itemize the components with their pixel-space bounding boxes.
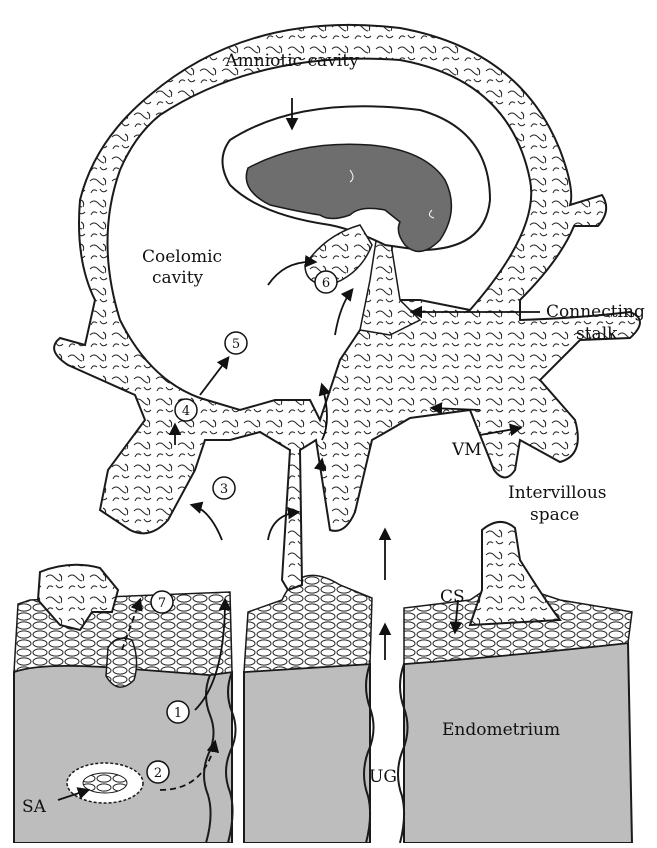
arrow-3a bbox=[192, 505, 222, 540]
label-coelomic-line1: Coelomic bbox=[142, 247, 222, 267]
svg-text:1: 1 bbox=[174, 706, 182, 721]
svg-text:7: 7 bbox=[158, 596, 166, 611]
villus-plug bbox=[106, 638, 137, 687]
step-7: 7 bbox=[151, 591, 173, 613]
svg-text:3: 3 bbox=[220, 482, 228, 497]
label-endometrium: Endometrium bbox=[442, 720, 560, 740]
anchoring-villus-right bbox=[470, 522, 560, 625]
svg-text:4: 4 bbox=[182, 404, 190, 419]
cytotrophoblast-shell-middle bbox=[244, 575, 372, 672]
label-coelomic-line2: cavity bbox=[152, 268, 204, 288]
step-4: 4 bbox=[175, 399, 197, 421]
label-ug: UG bbox=[369, 767, 397, 787]
spiral-artery-core bbox=[83, 773, 127, 793]
label-vm: VM bbox=[451, 440, 482, 460]
step-5: 5 bbox=[225, 332, 247, 354]
label-cs: CS bbox=[440, 587, 465, 607]
label-intervillous-line1: Intervillous bbox=[508, 483, 607, 503]
svg-text:6: 6 bbox=[322, 276, 330, 291]
step-1: 1 bbox=[167, 701, 189, 723]
label-sa: SA bbox=[22, 797, 47, 817]
svg-text:5: 5 bbox=[232, 337, 240, 352]
svg-text:2: 2 bbox=[154, 766, 162, 781]
step-2: 2 bbox=[147, 761, 169, 783]
step-3: 3 bbox=[213, 477, 235, 499]
step-6: 6 bbox=[315, 271, 337, 293]
label-amniotic-cavity: Amniotic cavity bbox=[224, 51, 359, 71]
label-connecting-line1: Connecting bbox=[546, 302, 645, 322]
label-intervillous-line2: space bbox=[530, 505, 579, 525]
label-connecting-line2: stalk bbox=[576, 324, 618, 344]
